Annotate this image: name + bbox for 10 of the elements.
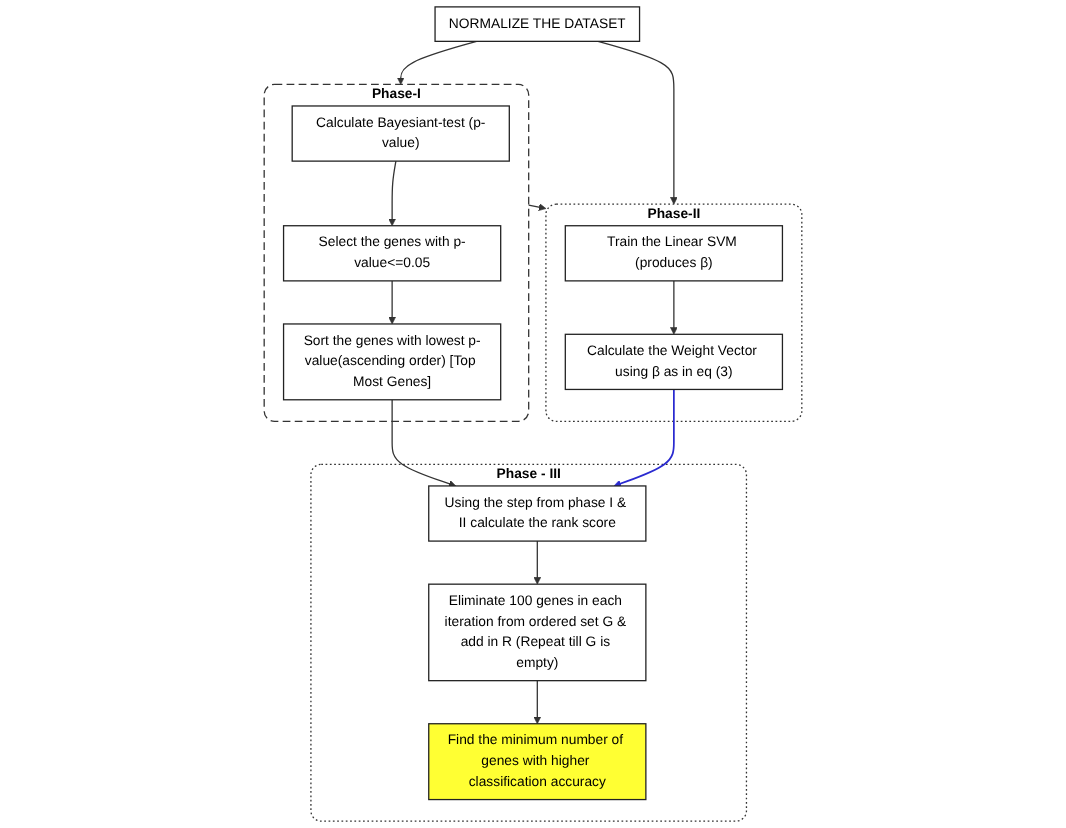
- arrow: [391, 399, 457, 488]
- arrow: [597, 40, 678, 205]
- arrow: [670, 280, 678, 335]
- arrow: [613, 388, 675, 488]
- arrow: [388, 160, 397, 227]
- arrow: [528, 203, 547, 211]
- arrow: [533, 680, 542, 725]
- arrow: [388, 280, 396, 325]
- arrow: [396, 40, 478, 85]
- arrow: [533, 540, 542, 585]
